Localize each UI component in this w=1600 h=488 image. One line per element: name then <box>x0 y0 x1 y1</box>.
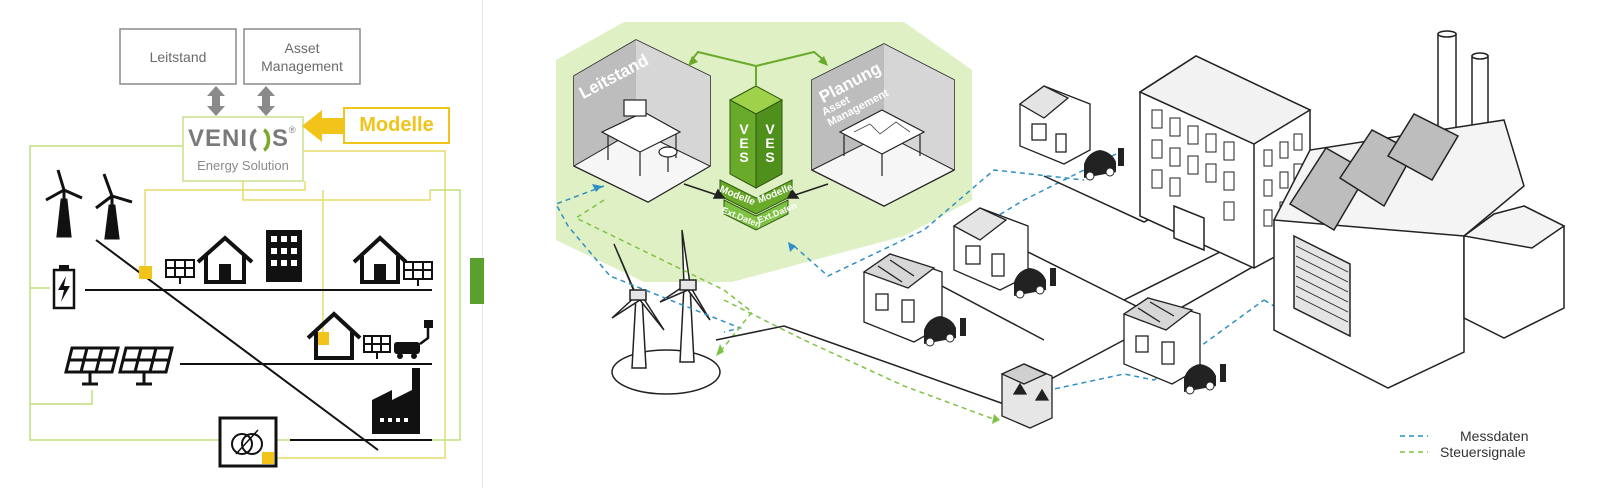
house-icon <box>352 235 408 284</box>
panel-divider <box>482 0 483 488</box>
solar-panel-icon <box>403 261 433 286</box>
solar-panel-icon <box>363 335 391 359</box>
node-square <box>139 266 152 279</box>
left-diagram <box>29 28 461 468</box>
right-panel-illustration: Leitstand Planung Asset Management VES V… <box>484 0 1600 488</box>
left-panel-overview: Leitstand Asset Management VENI S ® Ener… <box>0 0 482 488</box>
asset-label-line2: Management <box>261 58 343 74</box>
factory-icon <box>372 368 420 434</box>
venios-logo: VENI S ® <box>188 125 300 155</box>
transformer-station-icon <box>1000 363 1053 429</box>
asset-label-line1: Asset <box>284 40 320 56</box>
house-small <box>952 207 1029 291</box>
legend-steuersignale: Steuersignale <box>1440 444 1526 460</box>
control-signal-lines <box>574 199 997 421</box>
leitstand-box <box>119 28 237 85</box>
modelle-arrow-icon <box>302 110 344 142</box>
office-building-icon <box>266 230 302 282</box>
venios-box <box>182 116 304 182</box>
solar-panel-icon <box>64 346 120 386</box>
leitstand-label: Leitstand <box>149 49 207 65</box>
electric-car-icon <box>1014 268 1046 299</box>
arrow-head-icon <box>818 56 828 66</box>
wind-turbine-icon <box>45 169 83 238</box>
ves-letters-right: VES <box>765 121 775 165</box>
asset-management-box <box>243 28 361 85</box>
modelle-label: Modelle <box>359 114 434 136</box>
legend-messdaten: Messdaten <box>1460 428 1529 444</box>
arrow-head-icon <box>992 414 1000 424</box>
charging-station-icon <box>960 148 1226 382</box>
house-small <box>1018 85 1091 165</box>
arrow-head-icon <box>592 184 602 192</box>
node-square <box>316 332 329 345</box>
wind-turbine-icon <box>611 229 721 395</box>
smart-grid-illustration <box>554 22 1566 453</box>
venios-o-icon <box>249 128 271 152</box>
solar-panel-icon <box>165 259 195 284</box>
venios-name-part2: S <box>272 125 290 152</box>
venios-name-part1: VENI <box>188 125 249 152</box>
ves-tower <box>719 85 793 231</box>
control-lines <box>144 150 446 459</box>
electric-car-icon <box>1184 364 1216 395</box>
battery-icon <box>52 265 76 310</box>
node-square <box>262 452 274 464</box>
house-icon <box>196 235 254 284</box>
electric-car-icon <box>1084 150 1116 181</box>
bidirectional-arrow-icon <box>207 86 275 116</box>
ves-letters-left: VES <box>739 121 749 165</box>
arrow-head-icon <box>716 344 724 356</box>
wind-turbine-icon <box>95 173 133 240</box>
electric-car-icon <box>924 316 956 347</box>
legend-swatches <box>1400 435 1428 453</box>
office-building <box>1138 55 1312 269</box>
factory-building <box>1272 30 1566 389</box>
room-tower-arrows <box>683 183 829 199</box>
leitstand-room <box>572 39 712 203</box>
electric-car-icon <box>394 320 433 359</box>
arrow-head-icon <box>788 242 796 252</box>
modelle-box <box>343 107 450 144</box>
arrow-head-icon <box>688 56 698 66</box>
solar-panel-icon <box>118 346 174 386</box>
house-solar <box>1122 297 1201 385</box>
registered-mark: ® <box>289 125 296 135</box>
house-solar <box>862 253 943 343</box>
planung-room <box>810 43 956 207</box>
house-icon <box>306 311 362 360</box>
venios-subtitle: Energy Solution <box>197 158 289 173</box>
